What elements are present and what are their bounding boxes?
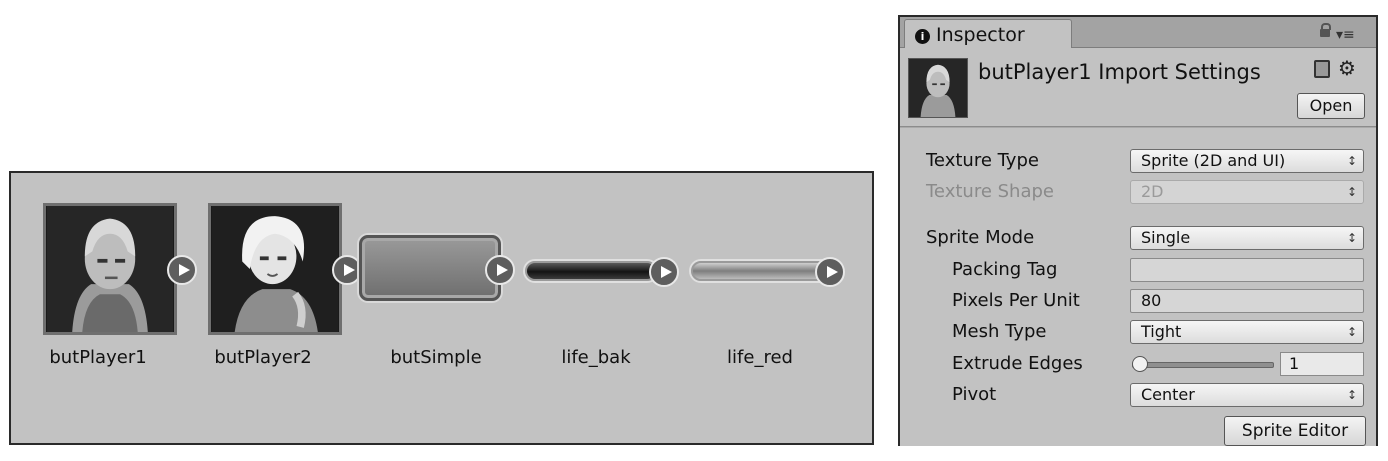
expand-arrow-icon[interactable] <box>485 255 515 285</box>
texture-shape-dropdown: 2D <box>1130 180 1364 204</box>
mesh-type-dropdown[interactable]: Tight <box>1130 320 1364 344</box>
asset-label: butPlayer2 <box>214 347 312 368</box>
asset-butplayer1[interactable]: butPlayer1 <box>23 203 197 383</box>
sprite-editor-button[interactable]: Sprite Editor <box>1224 416 1366 446</box>
asset-butplayer2[interactable]: butPlayer2 <box>188 203 362 383</box>
life-red-thumbnail[interactable] <box>691 261 831 281</box>
row-pivot: Pivot Center <box>900 382 1376 408</box>
packing-tag-label: Packing Tag <box>952 259 1058 280</box>
row-mesh-type: Mesh Type Tight <box>900 319 1376 345</box>
asset-preview-thumbnail <box>908 58 968 118</box>
tab-inspector[interactable]: i Inspector <box>904 19 1072 49</box>
row-sprite-mode: Sprite Mode Single <box>900 225 1376 251</box>
row-extrude-edges: Extrude Edges 1 <box>900 351 1376 377</box>
info-icon: i <box>915 29 930 44</box>
open-button[interactable]: Open <box>1297 93 1365 119</box>
pivot-label: Pivot <box>952 384 997 405</box>
knight-portrait-image <box>47 206 173 332</box>
butsimple-thumbnail[interactable] <box>359 235 501 301</box>
expand-arrow-icon[interactable] <box>815 257 845 287</box>
inspector-tabstrip: i Inspector ▾≡ <box>900 17 1376 49</box>
import-settings-body: Texture Type Sprite (2D and UI) Texture … <box>900 127 1376 446</box>
help-book-icon[interactable] <box>1314 60 1330 78</box>
sprite-mode-label: Sprite Mode <box>926 227 1035 248</box>
texture-type-dropdown[interactable]: Sprite (2D and UI) <box>1130 149 1364 173</box>
row-packing-tag: Packing Tag <box>900 257 1376 283</box>
inspector-window: i Inspector ▾≡ butPlayer1 Import Settings… <box>898 15 1378 446</box>
asset-label: butPlayer1 <box>49 347 147 368</box>
tab-menu-icon[interactable]: ▾≡ <box>1336 27 1355 43</box>
extrude-edges-input[interactable]: 1 <box>1280 352 1364 376</box>
row-pixels-per-unit: Pixels Per Unit 80 <box>900 288 1376 314</box>
asset-life-bak[interactable]: life_bak <box>521 203 679 383</box>
extrude-edges-slider-track[interactable] <box>1132 362 1274 368</box>
asset-life-red[interactable]: life_red <box>685 203 845 383</box>
butplayer1-thumbnail[interactable] <box>43 203 177 335</box>
knight-portrait-image <box>909 59 967 117</box>
asset-label: butSimple <box>390 347 482 368</box>
row-texture-shape: Texture Shape 2D <box>900 179 1376 205</box>
pixels-per-unit-label: Pixels Per Unit <box>952 290 1080 311</box>
asset-label: life_bak <box>561 347 631 368</box>
sprite-mode-dropdown[interactable]: Single <box>1130 226 1364 250</box>
extrude-edges-label: Extrude Edges <box>952 353 1083 374</box>
extrude-edges-slider-knob[interactable] <box>1132 356 1148 372</box>
expand-arrow-icon[interactable] <box>649 257 679 287</box>
pivot-dropdown[interactable]: Center <box>1130 383 1364 407</box>
lock-icon[interactable] <box>1320 23 1331 37</box>
mesh-type-label: Mesh Type <box>952 321 1047 342</box>
expand-arrow-icon[interactable] <box>167 255 197 285</box>
import-settings-title: butPlayer1 Import Settings <box>978 60 1261 84</box>
pixels-per-unit-input[interactable]: 80 <box>1130 289 1364 313</box>
girl-portrait-image <box>212 206 338 332</box>
gear-icon[interactable]: ⚙ <box>1338 56 1356 80</box>
life-bak-thumbnail[interactable] <box>525 261 657 281</box>
butplayer2-thumbnail[interactable] <box>208 203 342 335</box>
inspector-header: butPlayer1 Import Settings ⚙ Open <box>900 48 1376 127</box>
asset-label: life_red <box>727 347 793 368</box>
tab-inspector-label: Inspector <box>936 24 1025 46</box>
row-texture-type: Texture Type Sprite (2D and UI) <box>900 148 1376 174</box>
texture-shape-label: Texture Shape <box>926 181 1054 202</box>
asset-butsimple[interactable]: butSimple <box>355 203 515 383</box>
project-assets-panel: butPlayer1 butPlayer2 butSimple life_bak <box>9 171 874 445</box>
packing-tag-input[interactable] <box>1130 258 1364 282</box>
texture-type-label: Texture Type <box>926 150 1039 171</box>
